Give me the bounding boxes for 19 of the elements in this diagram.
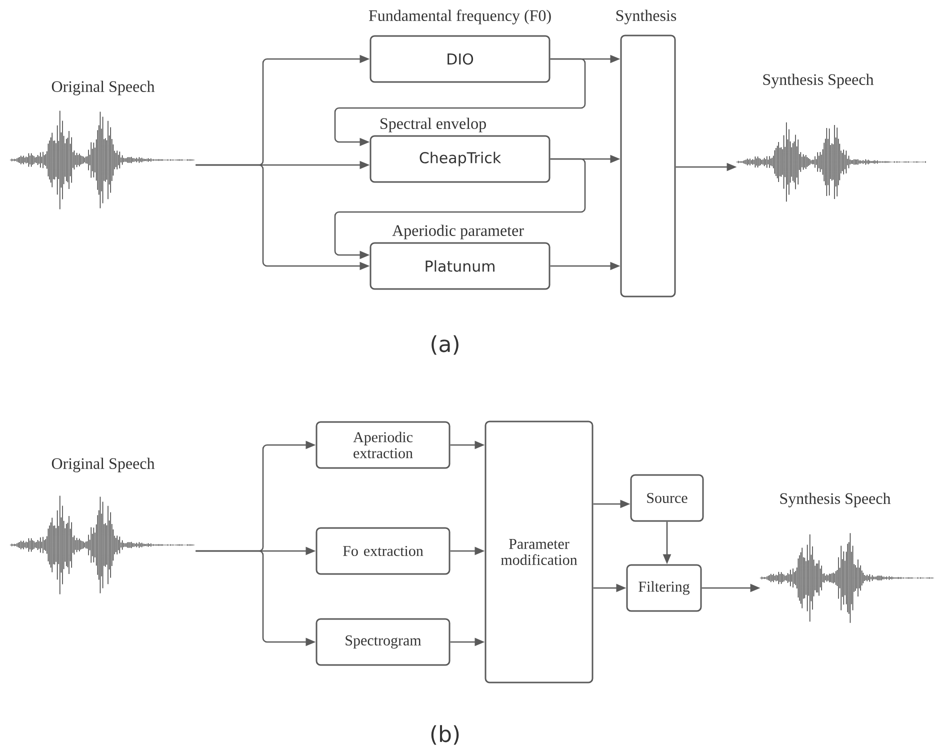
panel-label: (b) <box>431 725 459 745</box>
process-box: Platunum <box>370 242 550 290</box>
process-box: Source <box>630 474 704 522</box>
speech-label: Original Speech <box>52 80 155 96</box>
heading: Synthesis <box>616 10 676 24</box>
process-box: Filtering <box>626 564 702 612</box>
speech-label: Synthesis Speech <box>780 492 891 508</box>
process-box: Aperiodic extraction <box>316 421 450 469</box>
speech-label: Original Speech <box>52 458 155 472</box>
panel-label: (a) <box>432 335 458 355</box>
process-box: Fo extraction <box>316 527 450 575</box>
block-box: Parameter modification <box>484 420 594 684</box>
heading: Spectral envelop <box>380 118 486 132</box>
process-box: DIO <box>370 35 550 83</box>
process-box: CheapTrick <box>370 135 550 183</box>
heading: Aperiodic parameter <box>392 224 524 240</box>
speech-label: Synthesis Speech <box>763 74 874 88</box>
heading: Fundamental frequency (F0) <box>368 10 551 24</box>
process-box: Spectrogram <box>316 618 450 666</box>
